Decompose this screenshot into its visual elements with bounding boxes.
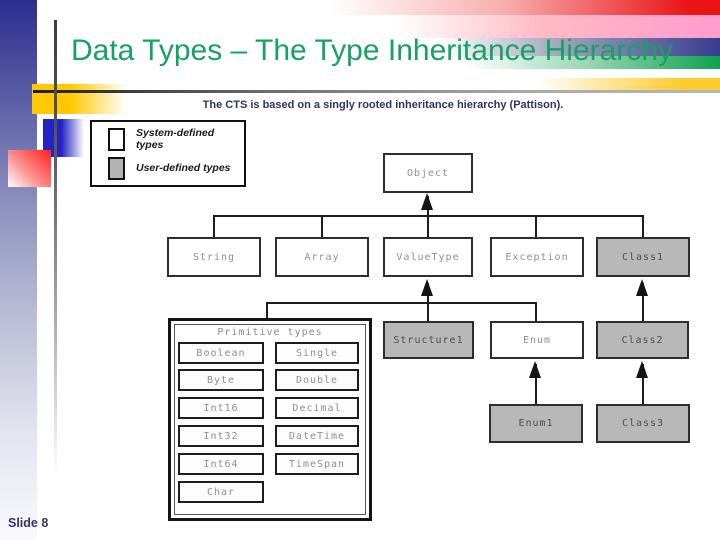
connector-drop-array: [321, 215, 323, 237]
node-array: Array: [275, 237, 369, 277]
connector-drop-string: [213, 215, 215, 237]
arrow-up-icon: [421, 193, 433, 210]
slide-number: Slide 8: [8, 516, 49, 530]
user-defined-swatch-icon: [108, 156, 125, 180]
node-class3: Class3: [596, 404, 690, 443]
top-stripe-pink: [395, 15, 720, 38]
legend-label: System-defined types: [135, 127, 215, 152]
legend-label: User-defined types: [136, 162, 231, 175]
top-stripe-yellow: [535, 78, 720, 90]
node-int64: Int64: [178, 453, 264, 475]
node-decimal: Decimal: [275, 397, 359, 419]
legend-item-user-defined: User-defined types: [108, 156, 244, 180]
node-int32: Int32: [178, 425, 264, 447]
top-stripe-green: [465, 56, 720, 69]
horizontal-divider: [33, 90, 720, 93]
vertical-divider: [54, 20, 57, 475]
node-class2: Class2: [596, 321, 689, 359]
node-byte: Byte: [178, 369, 264, 391]
accent-yellow-bar: [32, 84, 126, 114]
legend-item-system-defined: System-defined types: [108, 127, 244, 151]
system-defined-swatch-icon: [108, 127, 125, 151]
arrow-up-icon: [636, 361, 648, 378]
connector-bus-row3: [266, 302, 537, 304]
node-class1: Class1: [596, 237, 690, 277]
slide-subtitle: The CTS is based on a singly rooted inhe…: [202, 99, 564, 111]
connector-bus-row2: [213, 215, 644, 217]
arrow-up-icon: [529, 361, 541, 378]
primitive-types-inner-frame: [174, 324, 366, 515]
connector-class3-class2: [642, 364, 644, 404]
node-structure1: Structure1: [383, 321, 474, 359]
node-double: Double: [275, 369, 359, 391]
primitive-types-group: Primitive types Boolean Byte Int16 Int32…: [168, 318, 372, 521]
node-timespan: TimeSpan: [275, 453, 359, 475]
accent-red-square: [8, 150, 51, 187]
left-gradient-bar: [0, 0, 37, 540]
node-char: Char: [178, 481, 264, 503]
connector-drop-primitives: [266, 302, 268, 318]
arrow-up-icon: [636, 279, 648, 296]
node-single: Single: [275, 342, 359, 364]
connector-class2-class1: [642, 283, 644, 321]
node-object: Object: [383, 153, 473, 193]
connector-drop-exception: [535, 215, 537, 237]
top-stripe-navy: [440, 38, 720, 56]
connector-drop-class1: [642, 215, 644, 237]
node-string: String: [167, 237, 261, 277]
primitive-types-title: Primitive types: [217, 327, 323, 338]
arrow-up-icon: [421, 279, 433, 296]
node-valuetype: ValueType: [383, 237, 473, 277]
connector-drop-enum: [535, 302, 537, 321]
top-stripe-red: [330, 0, 720, 15]
node-boolean: Boolean: [178, 342, 264, 364]
connector-enum1-enum: [535, 364, 537, 404]
legend-box: System-defined types User-defined types: [90, 120, 246, 187]
node-enum1: Enum1: [489, 404, 583, 443]
node-datetime: DateTime: [275, 425, 359, 447]
node-int16: Int16: [178, 397, 264, 419]
node-exception: Exception: [490, 237, 584, 277]
node-enum: Enum: [490, 321, 584, 359]
page-title: Data Types – The Type Inheritance Hierar…: [71, 34, 674, 67]
